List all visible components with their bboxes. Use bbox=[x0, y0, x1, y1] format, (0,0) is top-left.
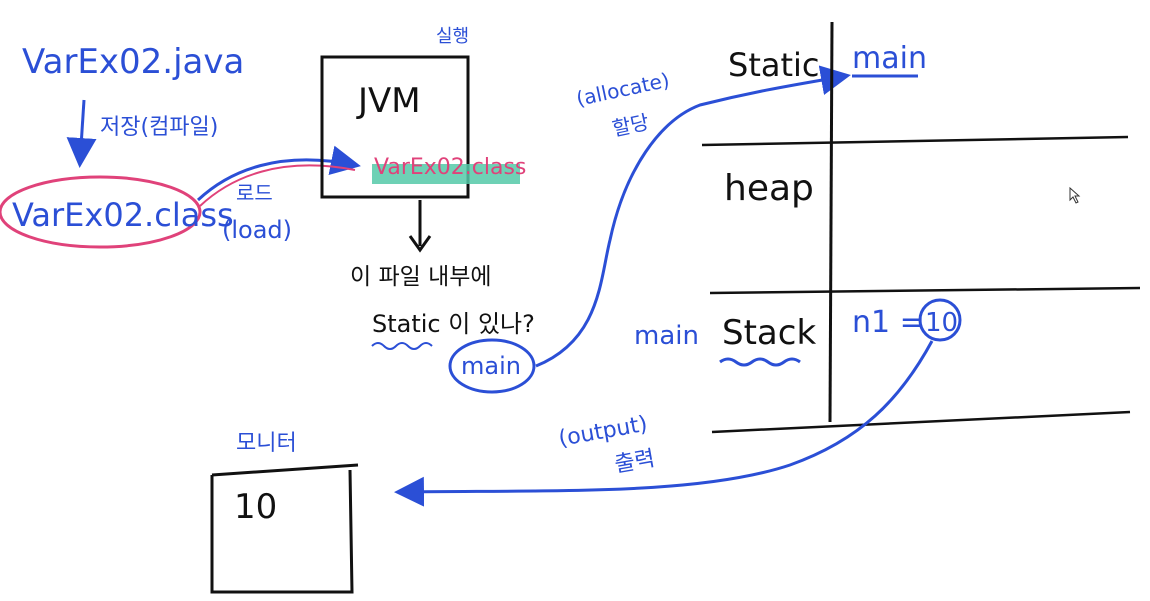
load-ko-label: 로드 bbox=[236, 181, 273, 205]
jvm-class-highlight bbox=[372, 164, 520, 184]
heap-area-label: heap bbox=[724, 168, 814, 209]
output-en-label: (output) bbox=[557, 412, 650, 452]
jvm-box bbox=[320, 55, 470, 199]
class-file-circle bbox=[0, 175, 202, 249]
mouse-cursor-icon bbox=[1069, 186, 1081, 204]
stack-value: 10 bbox=[925, 308, 958, 338]
main-circle bbox=[448, 338, 536, 394]
jvm-class-label: VarEx02.class bbox=[374, 155, 526, 180]
load-en-label: (load) bbox=[222, 216, 292, 244]
allocate-ko-label: 할당 bbox=[610, 110, 651, 141]
output-ko-label: 출력 bbox=[613, 446, 657, 478]
static-underline-squiggle bbox=[371, 342, 433, 350]
jvm-down-arrowhead bbox=[408, 235, 432, 253]
monitor-top-edge bbox=[211, 463, 359, 477]
static-area-label: Static bbox=[728, 46, 820, 84]
load-arrow-pink-trace bbox=[199, 164, 356, 207]
source-file-label: VarEx02.java bbox=[22, 42, 244, 82]
question-line2: Static 이 있나? bbox=[372, 310, 535, 338]
stack-value-circle bbox=[918, 298, 962, 342]
static-heap-divider bbox=[701, 135, 1129, 147]
run-label: 실행 bbox=[436, 26, 469, 47]
stack-variable-n1: n1 = bbox=[852, 305, 925, 340]
compile-arrow bbox=[66, 99, 97, 168]
memory-divider-vertical bbox=[828, 21, 834, 423]
main-circle-label: main bbox=[461, 352, 521, 380]
static-entry-main: main bbox=[852, 41, 927, 76]
stack-bottom-line bbox=[711, 410, 1131, 434]
allocate-arrow bbox=[535, 65, 851, 368]
load-arrow bbox=[196, 145, 361, 202]
jvm-label: JVM bbox=[356, 81, 421, 121]
monitor-label: 모니터 bbox=[236, 431, 297, 456]
allocate-en-label: (allocate) bbox=[574, 68, 672, 111]
stack-underline-squiggle bbox=[719, 357, 801, 367]
question-line1: 이 파일 내부에 bbox=[350, 264, 492, 290]
heap-stack-divider bbox=[709, 286, 1141, 295]
output-arrow bbox=[394, 340, 934, 507]
monitor-value: 10 bbox=[234, 487, 277, 527]
stack-owner-main: main bbox=[634, 321, 699, 351]
class-file-label: VarEx02.class bbox=[12, 196, 234, 234]
monitor-box bbox=[210, 469, 354, 594]
save-compile-label: 저장(컴파일) bbox=[100, 115, 218, 140]
stack-area-label: Stack bbox=[722, 313, 816, 353]
